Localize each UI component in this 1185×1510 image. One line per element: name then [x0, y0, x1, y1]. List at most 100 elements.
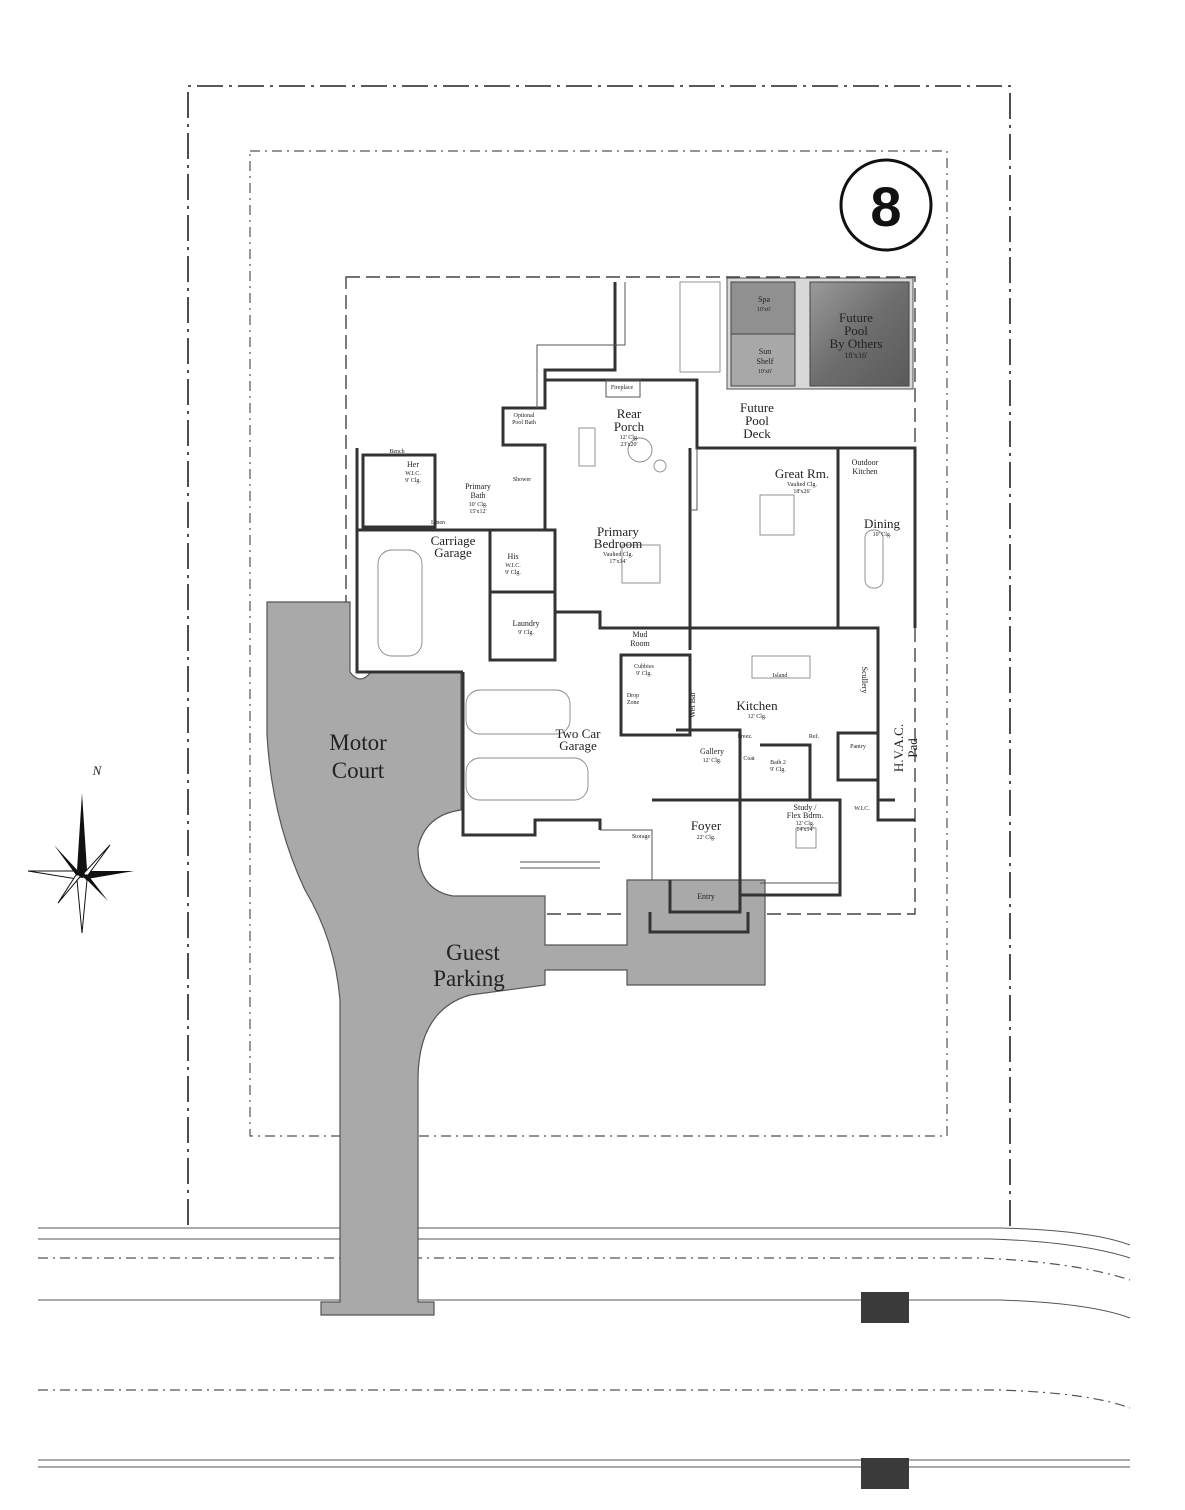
driveway-paving	[266, 601, 766, 1316]
cubbies-ceiling: 9' Clg.	[636, 671, 652, 677]
outdoor-kitchen-label-1: Outdoor	[852, 458, 879, 467]
guest-parking-label-2: Parking	[433, 966, 505, 991]
two-car-garage-label-1: Two Car	[556, 726, 602, 741]
furniture	[578, 281, 884, 849]
carriage-garage-label-2: Garage	[434, 545, 472, 560]
pool-deck-label-2: Pool	[745, 413, 769, 428]
gallery-label: Gallery	[700, 747, 724, 756]
rear-porch-ceiling: 12' Clg.	[620, 435, 639, 441]
kitchen-label: Kitchen	[736, 698, 778, 713]
his-wic-label: His	[507, 552, 518, 561]
great-room-ceiling: Vaulted Clg.	[787, 482, 817, 488]
sun-shelf	[730, 333, 796, 387]
road-lines	[38, 1227, 1131, 1468]
her-wic-ceiling: 9' Clg.	[405, 478, 421, 484]
kitchen-ceiling: 12' Clg.	[748, 714, 767, 720]
primary-bath-label-1: Primary	[465, 482, 491, 491]
study-label-2: Flex Bdrm.	[787, 811, 823, 820]
rear-porch-dims: 23'x20'	[620, 442, 637, 448]
great-room-label: Great Rm.	[775, 466, 829, 481]
drop-zone-label-1: Drop	[627, 693, 639, 699]
her-wic-label: Her	[407, 460, 419, 469]
spa	[730, 281, 796, 335]
rear-porch-label-2: Porch	[614, 419, 645, 434]
future-pool-label-2: Pool	[844, 323, 868, 338]
dining-ceiling: 10' Clg.	[873, 532, 892, 538]
bath2-label: Bath 2	[770, 760, 786, 766]
spa-dims: 10'x6'	[757, 307, 771, 313]
mud-room-label-1: Mud	[632, 630, 647, 639]
hvac-label-2: Pad	[905, 738, 920, 758]
future-pool-dims: 18'x16'	[845, 351, 868, 360]
pool-bath-label-1: Optional	[514, 413, 535, 419]
sun-shelf-label-2: Shelf	[757, 357, 774, 366]
freezer-label: Freez.	[738, 734, 753, 740]
property-line	[187, 85, 1011, 1230]
drop-zone-label-2: Zone	[627, 700, 640, 706]
cubbies-label: Cubbies	[634, 664, 654, 670]
rear-porch-label-1: Rear	[617, 406, 642, 421]
gallery-ceiling: 12' Clg.	[703, 758, 722, 764]
storage-label: Storage	[632, 834, 651, 840]
bath2-ceiling: 9' Clg.	[770, 767, 786, 773]
primary-bedroom-dims: 17'x14'	[609, 559, 626, 565]
shower-label: Shower	[513, 477, 531, 483]
pool-bath-label-2: Pool Bath	[512, 420, 536, 426]
her-wic-label-2: W.I.C.	[405, 471, 421, 477]
entry-label: Entry	[697, 892, 715, 901]
study-label-1: Study /	[794, 803, 818, 812]
foyer-label: Foyer	[691, 818, 722, 833]
coat-label: Coat	[743, 756, 755, 762]
vehicle-outlines	[377, 549, 589, 801]
study-dims: 14'x14'	[796, 827, 813, 833]
pool-deck-label-1: Future	[740, 400, 774, 415]
island-label: Island	[773, 673, 788, 679]
house-footprint	[355, 282, 917, 934]
wic-label: W.I.C.	[854, 806, 870, 812]
primary-bedroom-label-1: Primary	[597, 524, 639, 539]
wet-bar-label: Wet Bar	[688, 692, 697, 719]
future-pool	[809, 281, 910, 387]
scullery-label: Scullery	[860, 667, 869, 694]
primary-bath-dims: 15'x12'	[469, 509, 486, 515]
motor-court-label-1: Motor	[329, 730, 387, 755]
future-pool-label-1: Future	[839, 310, 873, 325]
utility-box	[861, 1292, 909, 1323]
primary-bedroom-ceiling: Vaulted Clg.	[603, 552, 633, 558]
utility-box	[861, 1458, 909, 1489]
fireplace-label: Fireplace	[611, 385, 634, 391]
motor-court-label-2: Court	[332, 758, 385, 783]
north-arrow-icon	[27, 793, 134, 934]
his-wic-ceiling: 9' Clg.	[505, 570, 521, 576]
carriage-garage-label-1: Carriage	[431, 533, 476, 548]
lot-number: 8	[870, 175, 901, 238]
primary-bath-label-2: Bath	[470, 491, 485, 500]
study-ceiling: 12' Clg.	[796, 821, 815, 827]
sun-shelf-label: Sun	[759, 347, 771, 356]
north-label: N	[92, 763, 103, 778]
his-wic-label-2: W.I.C.	[505, 563, 521, 569]
dining-label: Dining	[864, 516, 901, 531]
setback-line	[249, 150, 948, 1137]
sun-shelf-dims: 10'x6'	[758, 369, 772, 375]
pool-deck-label-3: Deck	[743, 426, 771, 441]
bench-label: Bench	[389, 449, 404, 455]
linen-label: Linen	[431, 520, 445, 526]
future-pool-label-3: By Others	[829, 336, 882, 351]
mud-room-label-2: Room	[630, 639, 650, 648]
foyer-ceiling: 22' Clg.	[697, 835, 716, 841]
great-room-dims: 18'x26'	[793, 489, 810, 495]
primary-bath-ceiling: 10' Clg.	[469, 502, 488, 508]
hvac-label: H.V.A.C.	[891, 724, 906, 772]
pantry-label: Pantry	[850, 744, 866, 750]
primary-bedroom-label-2: Bedroom	[594, 536, 642, 551]
outdoor-kitchen-label-2: Kitchen	[852, 467, 877, 476]
two-car-garage-label-2: Garage	[559, 738, 597, 753]
ref-label: Ref.	[809, 733, 820, 740]
laundry-ceiling: 9' Clg.	[518, 630, 534, 636]
laundry-label: Laundry	[512, 619, 539, 628]
lot-number-badge	[839, 158, 933, 252]
spa-label: Spa	[758, 295, 770, 304]
guest-parking-label-1: Guest	[446, 940, 500, 965]
